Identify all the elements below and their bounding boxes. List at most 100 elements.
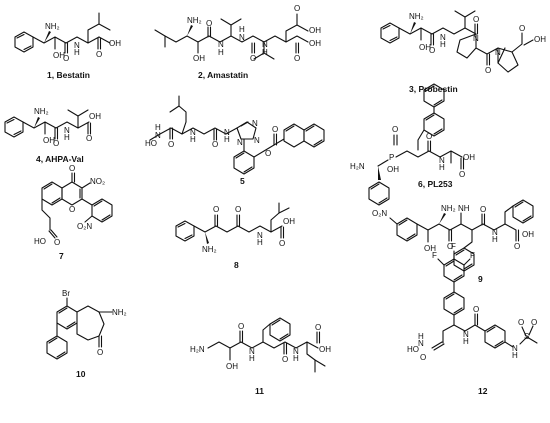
compound-5-ho-label: HO	[145, 139, 157, 148]
compound-8-oh-label: OH	[283, 217, 295, 226]
caption-compound-9: 9	[478, 274, 483, 284]
compound-2-h2-label: H	[239, 25, 245, 34]
phenyl-ring	[14, 31, 34, 53]
compound-11-structure	[207, 317, 326, 373]
compound-9-n-label: N	[492, 228, 498, 237]
phenyl-ring	[46, 335, 68, 360]
compound-11-h-label: H	[249, 354, 255, 363]
naphthalene-ring-2	[303, 123, 325, 148]
compound-11-n2-label: N	[293, 347, 299, 356]
compound-4-n-label: N	[64, 126, 70, 135]
compound-10-o-label: O	[97, 348, 103, 357]
compound-7-ho-label: HO	[34, 237, 46, 246]
compound-4-o2-label: O	[86, 134, 92, 143]
compound-1-o-label: O	[63, 54, 69, 63]
compound-8-o2-label: O	[235, 205, 241, 214]
compound-6-o2-label: O	[426, 132, 432, 141]
compound-7-o-label: O	[69, 164, 75, 173]
compound-2-o2-label: O	[250, 54, 256, 63]
compound-7-no2-label: NO₂	[90, 177, 105, 186]
phenyl-ring	[4, 116, 24, 138]
compound-1-h-label: H	[74, 48, 80, 57]
compound-11-o2-label: O	[282, 355, 288, 364]
compound-1-oh-label: OH	[53, 51, 65, 60]
compound-6-n-label: N	[439, 156, 445, 165]
compound-2-h3-label: H	[262, 48, 268, 57]
compound-9-oh-label: OH	[424, 244, 436, 253]
compound-8-nh2-label: NH₂	[202, 245, 217, 254]
phenyl-ring	[380, 22, 400, 44]
compound-4-nh2-label: NH₂	[34, 107, 49, 116]
compound-8-structure	[175, 202, 290, 244]
benzo-ring	[56, 305, 78, 330]
compound-4-oh2-label: OH	[89, 112, 101, 121]
compound-5-o4-label: O	[272, 125, 278, 134]
compound-5-n-label: N	[155, 131, 161, 140]
compound-5-h-label: H	[155, 123, 161, 132]
compound-12-o-label: O	[420, 353, 426, 362]
compound-3-n2-label: N	[473, 34, 479, 43]
compound-11-oh-label: OH	[226, 362, 238, 371]
compound-9-o-label: O	[447, 242, 453, 251]
compound-3-structure	[380, 10, 534, 73]
compound-6-oh-label: OH	[387, 165, 399, 174]
caption-compound-10: 10	[76, 369, 86, 379]
benzamide-ring	[484, 324, 506, 349]
compound-5-o-label: O	[168, 140, 174, 149]
compound-12-f3-label: F	[470, 251, 475, 260]
phenyl-ring-lower	[368, 181, 390, 206]
compound-2-n-label: N	[218, 40, 224, 49]
compound-5-n2-label: N	[224, 128, 230, 137]
compound-5-h3-label: H	[224, 135, 230, 144]
compound-11-n-label: N	[249, 347, 255, 356]
phenyl-ring	[269, 317, 291, 342]
compound-9-o3-label: O	[514, 242, 520, 251]
compound-1-oh2-label: OH	[109, 39, 121, 48]
compound-9-nh-label: NH	[458, 204, 470, 213]
compound-5-n3-label: N	[252, 119, 258, 128]
caption-compound-3: 3, Probestin	[409, 84, 458, 94]
caption-compound-5: 5	[240, 176, 245, 186]
compound-6-o-label: O	[392, 125, 398, 134]
caption-compound-7: 7	[59, 251, 64, 261]
compound-4-oh-label: OH	[43, 136, 55, 145]
compound-2-o4-label: O	[294, 54, 300, 63]
caption-compound-11: 11	[255, 386, 264, 396]
compound-9-nh2-label: NH₂	[441, 204, 456, 213]
compound-9-structure	[389, 199, 534, 272]
caption-compound-6: 6, PL253	[418, 179, 453, 189]
compound-6-structure	[368, 83, 465, 206]
compound-5-h2-label: H	[190, 135, 196, 144]
pyrrolidine-ring-1	[456, 33, 477, 59]
compound-12-h-label: H	[418, 332, 424, 341]
pyrrolidine-ring-2	[497, 47, 519, 73]
compound-4-h-label: H	[64, 133, 70, 142]
compound-7-o2n-label: O₂N	[77, 222, 92, 231]
compound-2-oh2-label: OH	[309, 26, 321, 35]
compound-1-structure	[14, 12, 111, 54]
compound-3-o3-label: O	[485, 66, 491, 75]
compound-12-f1-label: F	[432, 251, 437, 260]
compound-8-n-label: N	[257, 231, 263, 240]
compound-3-oh-acid-label: OH	[534, 35, 546, 44]
compound-12-n2-label: N	[463, 330, 469, 339]
compound-7-o3-label: O	[54, 238, 60, 247]
compound-4-structure	[4, 109, 92, 140]
compound-6-h-label: H	[439, 163, 445, 172]
compound-3-h-label: H	[440, 40, 446, 49]
compound-12-o3-label: O	[518, 318, 524, 327]
compound-3-oh-label: OH	[419, 43, 431, 52]
compound-6-p-label: P	[389, 153, 394, 162]
compound-10-structure	[46, 297, 113, 360]
compound-2-oh3-label: OH	[309, 39, 321, 48]
compound-11-o3-label: O	[315, 323, 321, 332]
compound-12-h2-label: H	[463, 337, 469, 346]
compound-6-o3-label: O	[459, 170, 465, 179]
compound-12-o2-label: O	[473, 305, 479, 314]
compound-6-oh2-label: OH	[463, 153, 475, 162]
compound-5-o3-label: O	[265, 149, 271, 158]
compound-11-o-label: O	[238, 322, 244, 331]
compound-2-h-label: H	[218, 48, 224, 57]
compound-12-nh-label: N	[512, 344, 518, 353]
